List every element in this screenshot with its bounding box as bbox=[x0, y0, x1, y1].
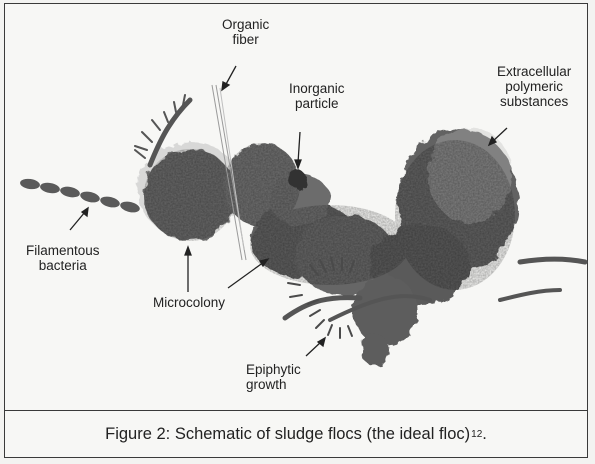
label-extracellular-polymeric-substances: Extracellularpolymericsubstances bbox=[497, 64, 571, 109]
floc-texture bbox=[144, 140, 515, 290]
figure-caption: Figure 2: Schematic of sludge flocs (the… bbox=[4, 412, 588, 456]
filamentous-bacteria bbox=[19, 178, 141, 215]
caption-reference: 12 bbox=[471, 429, 482, 440]
label-inorganic-particle: Inorganicparticle bbox=[289, 81, 345, 111]
sludge-floc-diagram bbox=[0, 0, 595, 410]
label-microcolony: Microcolony bbox=[153, 295, 225, 310]
label-epiphytic-growth: Epiphyticgrowth bbox=[246, 362, 301, 392]
caption-divider bbox=[4, 410, 588, 411]
inorganic-particle-dot bbox=[289, 171, 307, 189]
label-filamentous-bacteria: Filamentousbacteria bbox=[26, 243, 100, 273]
label-organic-fiber: Organicfiber bbox=[222, 17, 269, 47]
caption-suffix: . bbox=[482, 425, 487, 444]
caption-text: Figure 2: Schematic of sludge flocs (the… bbox=[105, 425, 470, 444]
